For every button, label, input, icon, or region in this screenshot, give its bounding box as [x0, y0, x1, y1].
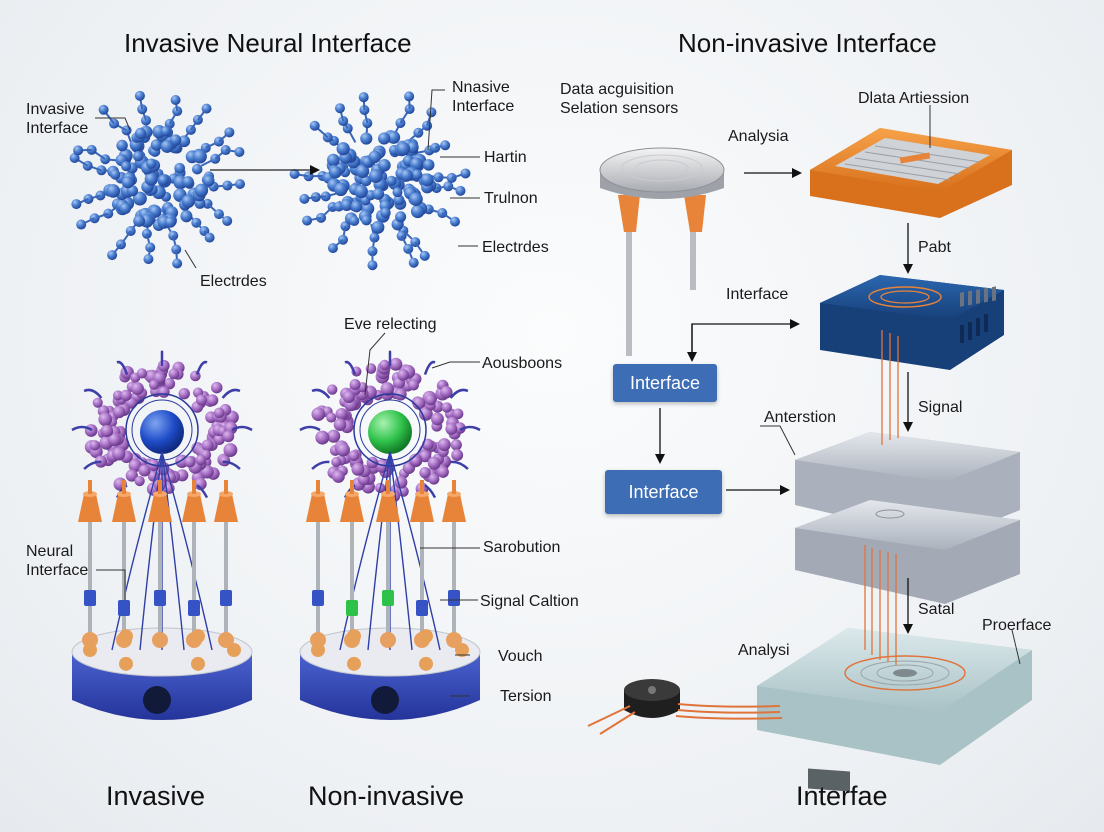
label-pabt: Pabt [918, 238, 951, 257]
title-noninvasive: Non-invasive Interface [678, 28, 937, 59]
cable-hub [588, 679, 782, 734]
label-anterstion: Anterstion [764, 408, 836, 427]
caption-noninvasive: Non-invasive [308, 781, 464, 812]
mint-receiver-pad [757, 628, 1032, 791]
title-invasive: Invasive Neural Interface [124, 28, 412, 59]
label-aousboons: Aousboons [482, 354, 562, 373]
label-neural-interface: Neural Interface [26, 542, 88, 580]
label-signal: Signal [918, 398, 962, 417]
label-invasive-interface: Invasive Interface [26, 100, 88, 138]
label-nnasive-interface: Nnasive Interface [452, 78, 514, 116]
electrode-array-invasive [72, 352, 252, 720]
molecule-cluster-noninvasive [290, 91, 471, 270]
label-satal: Satal [918, 600, 954, 619]
label-interface: Interface [726, 285, 788, 304]
molecule-cluster-invasive [70, 91, 245, 269]
sensor-disc [600, 148, 724, 356]
label-analysia: Analysia [728, 127, 788, 146]
label-trulnon: Trulnon [484, 189, 538, 208]
label-proerface: Proerface [982, 616, 1051, 635]
caption-invasive: Invasive [106, 781, 205, 812]
interface-box-2: Interface [605, 470, 722, 514]
label-data-artiession: Dlata Artiession [858, 89, 969, 108]
electrode-array-noninvasive [300, 352, 480, 720]
label-tersion: Tersion [500, 687, 552, 706]
label-vouch: Vouch [498, 647, 542, 666]
label-sarobution: Sarobution [483, 538, 560, 557]
label-analysi: Analysi [738, 641, 790, 660]
caption-interface: Interfae [796, 781, 888, 812]
label-eve-relecting: Eve relecting [344, 315, 437, 334]
label-electrodes-2: Electrdes [482, 238, 549, 257]
label-electrodes-1: Electrdes [200, 272, 267, 291]
label-signal-caltion: Signal Caltion [480, 592, 579, 611]
label-hartin: Hartin [484, 148, 527, 167]
label-data-acquisition: Data acguisition Selation sensors [560, 80, 678, 118]
navy-processor-device [820, 275, 1004, 370]
interface-box-1: Interface [613, 364, 717, 402]
